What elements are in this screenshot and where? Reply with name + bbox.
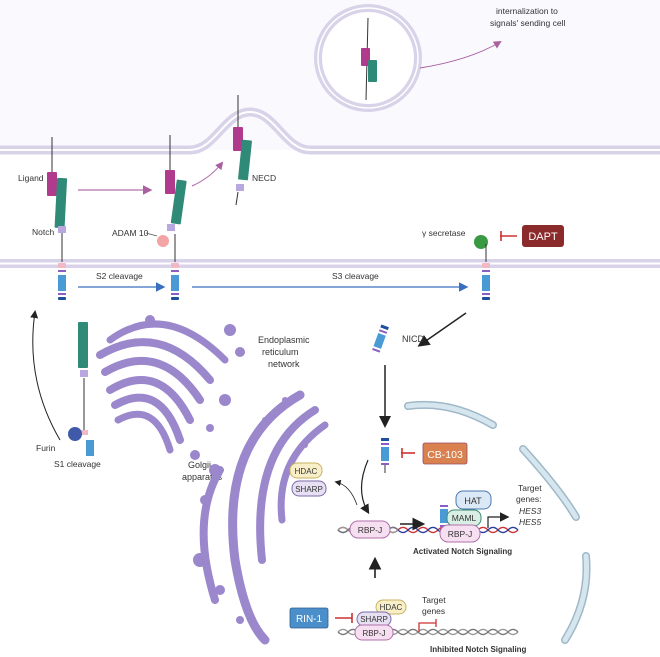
hat-protein xyxy=(455,490,492,510)
s3-cleavage-label: S3 cleavage xyxy=(332,271,379,281)
endoplasmic-reticulum xyxy=(199,390,329,645)
activated-signaling-label: Activated Notch Signaling xyxy=(413,547,512,556)
target-label-2: genes xyxy=(422,606,445,616)
cb103-label: CB-103 xyxy=(427,449,463,461)
hes5-label: HES5 xyxy=(519,517,541,527)
maml-label: MAML xyxy=(452,513,477,523)
notch-label: Notch xyxy=(32,227,54,237)
ligand-in-vesicle xyxy=(361,48,370,66)
rin1-inhibitor xyxy=(289,607,329,629)
notch-precursor xyxy=(78,322,88,368)
er-label-3: network xyxy=(268,359,300,369)
ligand-protein xyxy=(47,172,57,196)
necd-fragment xyxy=(238,139,252,181)
cb103-inhibitor xyxy=(422,442,468,465)
inhibited-signaling-label: Inhibited Notch Signaling xyxy=(430,645,527,654)
s1-cleavage-label: S1 cleavage xyxy=(54,459,101,469)
rbpj-active-label: RBP-J xyxy=(448,529,473,539)
necd-label: NECD xyxy=(252,173,276,183)
rin1-label: RIN-1 xyxy=(296,614,323,625)
rbpj-label: RBP-J xyxy=(358,525,383,535)
gamma-secretase-label: γ secretase xyxy=(422,228,466,238)
hdac-inhibited-label: HDAC xyxy=(380,603,403,612)
dapt-label: DAPT xyxy=(528,231,558,243)
golgi-apparatus xyxy=(96,320,229,454)
notch-icd-group xyxy=(58,263,490,300)
rbpj-protein xyxy=(349,520,391,539)
er-label-2: reticulum xyxy=(262,347,299,357)
golgi-label-2: apparatus xyxy=(182,472,223,482)
internalization-label-1: internalization to xyxy=(496,6,558,16)
gamma-secretase-enzyme xyxy=(474,235,488,249)
hes3-label: HES3 xyxy=(519,506,541,516)
nuclear-envelope xyxy=(404,400,591,644)
sharp-inhibited-label: SHARP xyxy=(360,615,388,624)
internalization-arrow xyxy=(419,40,502,69)
sharp-protein xyxy=(291,480,327,497)
golgi-label-1: Golgii xyxy=(188,460,211,470)
rbpj-inhibited-label: RBP-J xyxy=(362,629,385,638)
internalization-label-2: signals' sending cell xyxy=(490,18,565,28)
target-genes-label-2: genes: xyxy=(516,494,542,504)
target-label-1: Target xyxy=(422,595,446,605)
dapt-inhibitor xyxy=(522,225,564,247)
ligand-label: Ligand xyxy=(18,173,44,183)
notch-receptor xyxy=(54,177,68,229)
target-genes-label-1: Target xyxy=(518,483,542,493)
s2-cleavage-label: S2 cleavage xyxy=(96,271,143,281)
hat-label: HAT xyxy=(464,496,482,506)
hdac-protein xyxy=(289,462,323,479)
hdac-label: HDAC xyxy=(295,467,318,476)
adam10-enzyme xyxy=(157,235,169,247)
sharp-label: SHARP xyxy=(295,485,323,494)
nicd-fragment xyxy=(372,324,389,353)
nicd-label: NICD xyxy=(402,334,424,344)
furin-enzyme xyxy=(68,427,82,441)
furin-label: Furin xyxy=(36,443,56,453)
er-label-1: Endoplasmic xyxy=(258,335,310,345)
adam10-label: ADAM 10 xyxy=(112,228,149,238)
transcription-arrow xyxy=(487,512,510,528)
